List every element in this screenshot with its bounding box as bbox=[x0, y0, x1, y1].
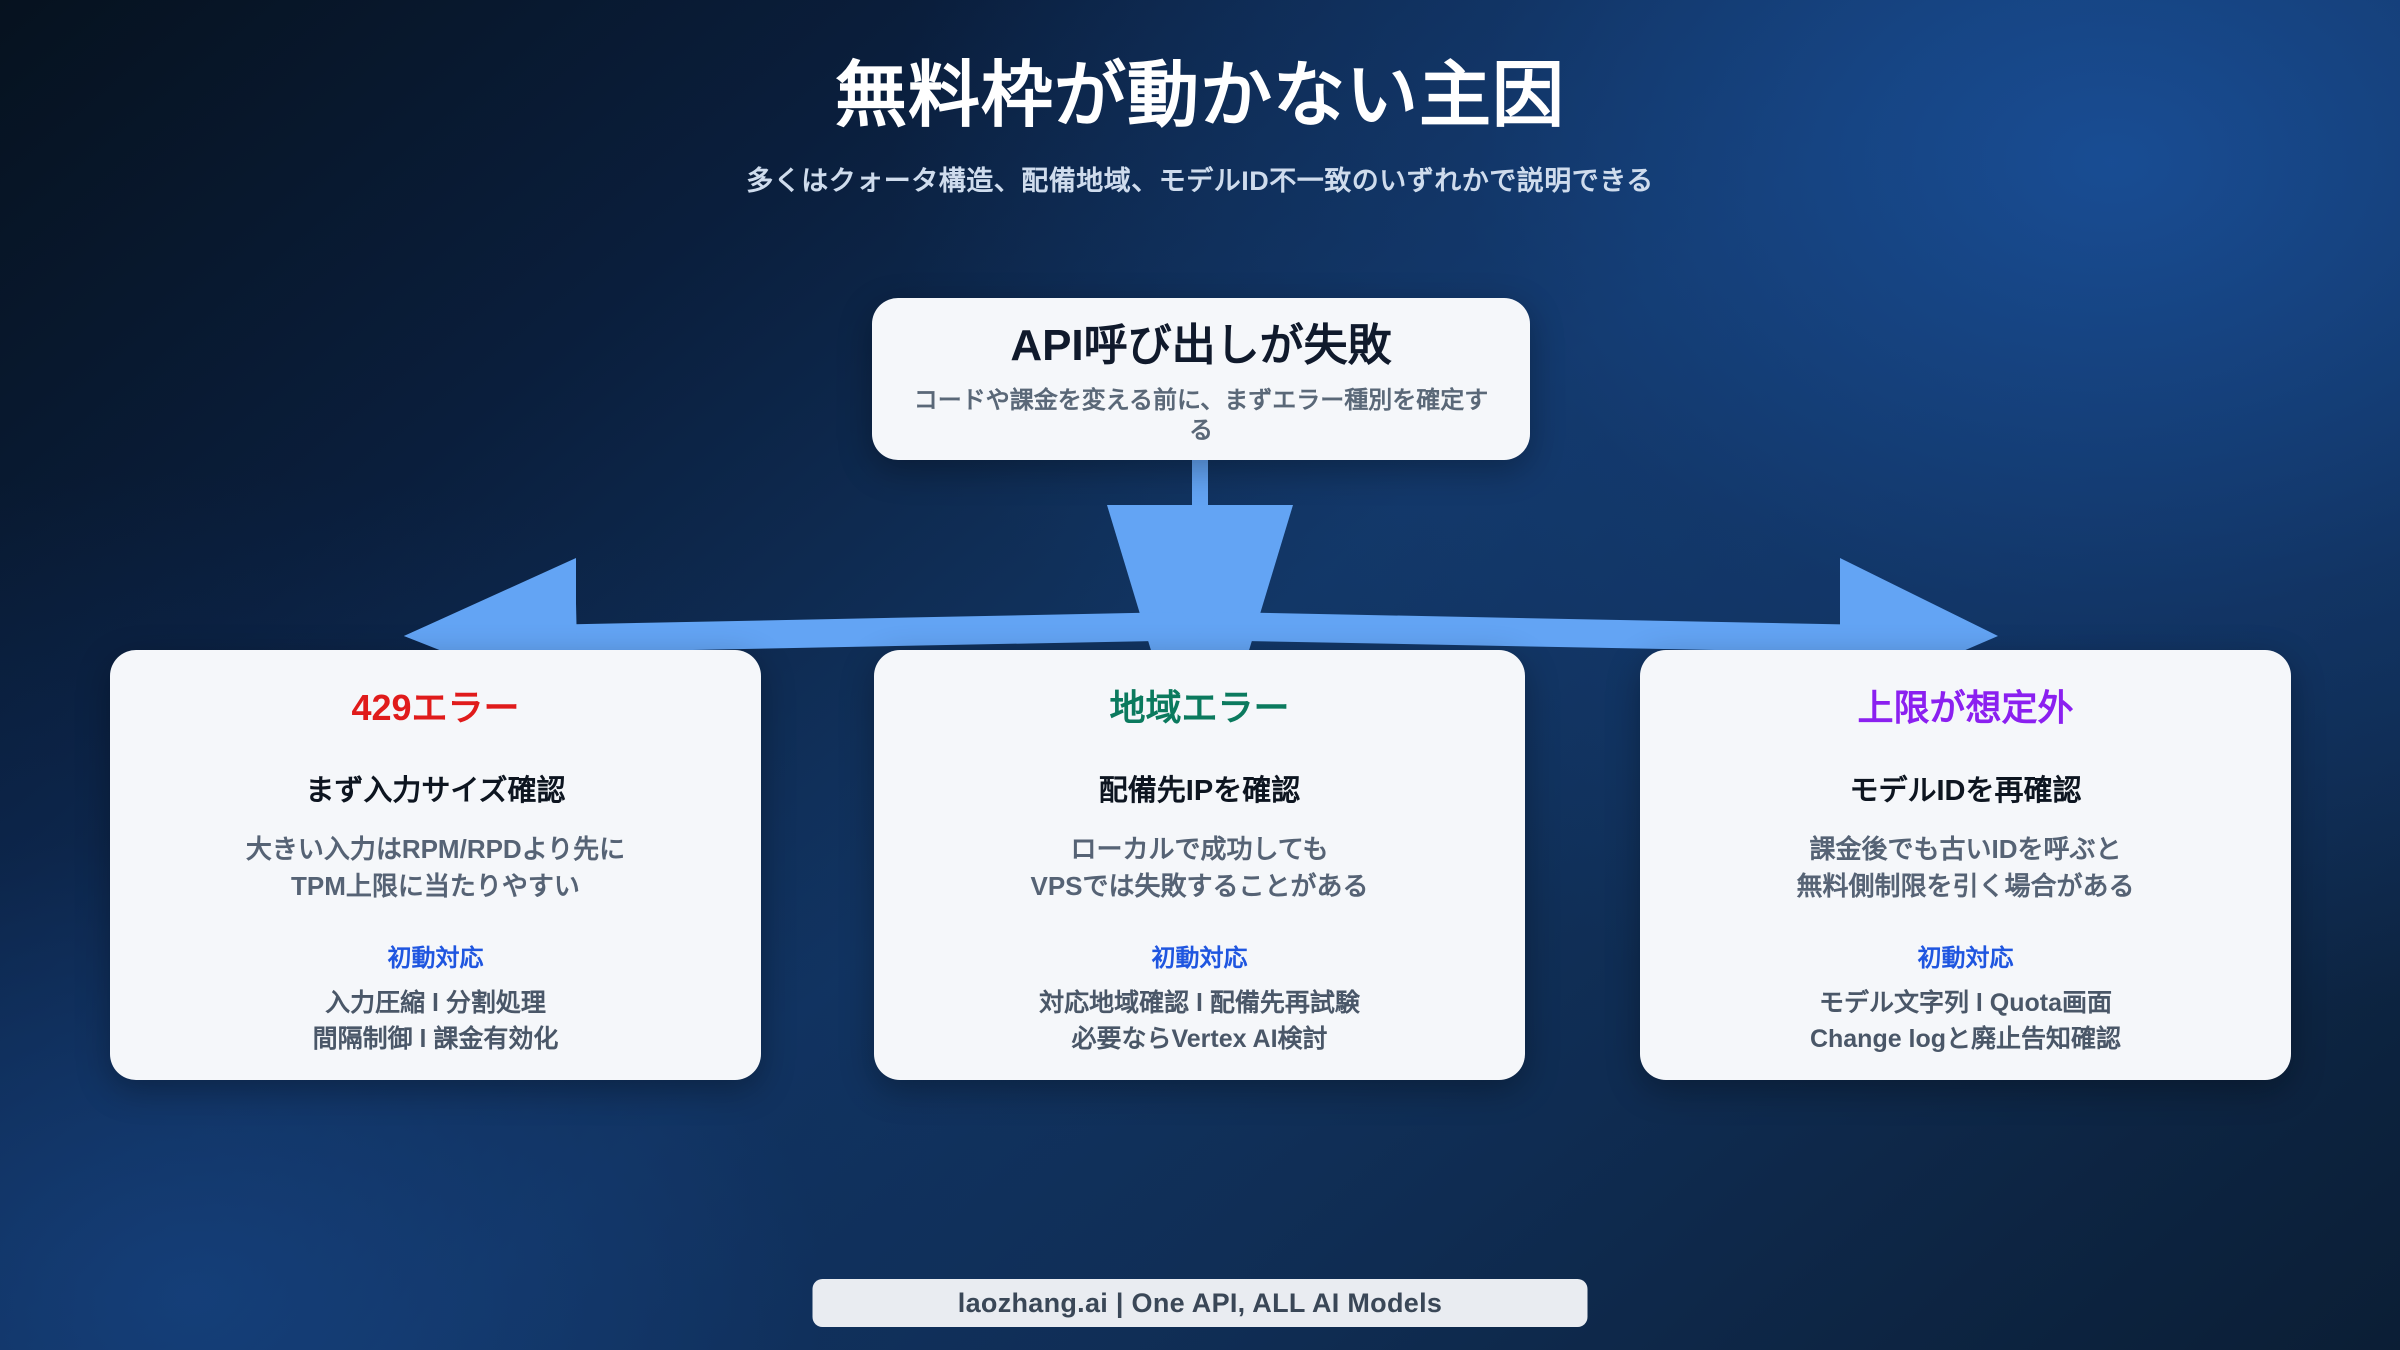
branch-steps-line2-429: 間隔制御 l 課金有効化 bbox=[312, 1024, 559, 1053]
branch-steps-region: 対応地域確認 l 配備先再試験 必要ならVertex AI検討 bbox=[908, 986, 1491, 1057]
branch-steps-label-429: 初動対応 bbox=[387, 945, 484, 973]
footer-badge-text: laozhang.ai | One API, ALL AI Models bbox=[957, 1287, 1443, 1318]
branch-steps-line1-429: 入力圧縮 l 分割処理 bbox=[325, 989, 546, 1018]
branch-heading-region: 地域エラー bbox=[1109, 687, 1290, 728]
branch-steps-limit: モデル文字列 l Quota画面 Change logと廃止告知確認 bbox=[1674, 986, 2257, 1057]
header: 無料枠が動かない主因 多くはクォータ構造、配備地域、モデルID不一致のいずれかで… bbox=[0, 56, 2400, 198]
branch-heading-limit: 上限が想定外 bbox=[1857, 687, 2074, 728]
branch-steps-line2-region: 必要ならVertex AI検討 bbox=[1071, 1024, 1328, 1053]
branch-steps-line2-limit: Change logと廃止告知確認 bbox=[1809, 1024, 2122, 1053]
branch-steps-label-limit: 初動対応 bbox=[1917, 945, 2014, 973]
root-node-subtitle: コードや課金を変える前に、まずエラー種別を確定する bbox=[913, 386, 1489, 444]
branch-desc-region: ローカルで成功しても VPSでは失敗することがある bbox=[908, 831, 1491, 905]
root-node-card[interactable]: API呼び出しが失敗 コードや課金を変える前に、まずエラー種別を確定する bbox=[872, 298, 1530, 460]
branch-card-429[interactable]: 429エラー まず入力サイズ確認 大きい入力はRPM/RPDより先に TPM上限… bbox=[110, 650, 761, 1080]
branch-steps-label-region: 初動対応 bbox=[1151, 945, 1248, 973]
branch-action-region: 配備先IPを確認 bbox=[1098, 775, 1301, 808]
branch-action-limit: モデルIDを再確認 bbox=[1849, 775, 2082, 808]
branch-steps-line1-region: 対応地域確認 l 配備先再試験 bbox=[1039, 989, 1360, 1018]
page-title: 無料枠が動かない主因 bbox=[834, 56, 1565, 136]
branch-desc-limit: 課金後でも古いIDを呼ぶと 無料側制限を引く場合がある bbox=[1674, 831, 2257, 905]
footer-badge[interactable]: laozhang.ai | One API, ALL AI Models bbox=[812, 1279, 1588, 1327]
branch-desc-line1-region: ローカルで成功しても bbox=[1070, 834, 1329, 865]
root-node-title: API呼び出しが失敗 bbox=[1010, 321, 1392, 370]
branch-desc-429: 大きい入力はRPM/RPDより先に TPM上限に当たりやすい bbox=[144, 831, 727, 905]
branch-desc-line1-limit: 課金後でも古いIDを呼ぶと bbox=[1809, 834, 2122, 865]
branch-desc-line2-429: TPM上限に当たりやすい bbox=[291, 871, 580, 902]
branch-desc-line2-region: VPSでは失敗することがある bbox=[1030, 871, 1369, 902]
branch-action-429: まず入力サイズ確認 bbox=[305, 775, 566, 808]
page-subtitle: 多くはクォータ構造、配備地域、モデルID不一致のいずれかで説明できる bbox=[746, 165, 1654, 196]
branch-steps-429: 入力圧縮 l 分割処理 間隔制御 l 課金有効化 bbox=[144, 986, 727, 1057]
branch-steps-line1-limit: モデル文字列 l Quota画面 bbox=[1818, 989, 2113, 1018]
branch-card-limit[interactable]: 上限が想定外 モデルIDを再確認 課金後でも古いIDを呼ぶと 無料側制限を引く場… bbox=[1640, 650, 2291, 1080]
branch-desc-line1-429: 大きい入力はRPM/RPDより先に bbox=[245, 834, 626, 865]
branch-desc-line2-limit: 無料側制限を引く場合がある bbox=[1796, 871, 2135, 902]
branch-heading-429: 429エラー bbox=[351, 687, 520, 728]
branch-card-region[interactable]: 地域エラー 配備先IPを確認 ローカルで成功しても VPSでは失敗することがある… bbox=[874, 650, 1525, 1080]
